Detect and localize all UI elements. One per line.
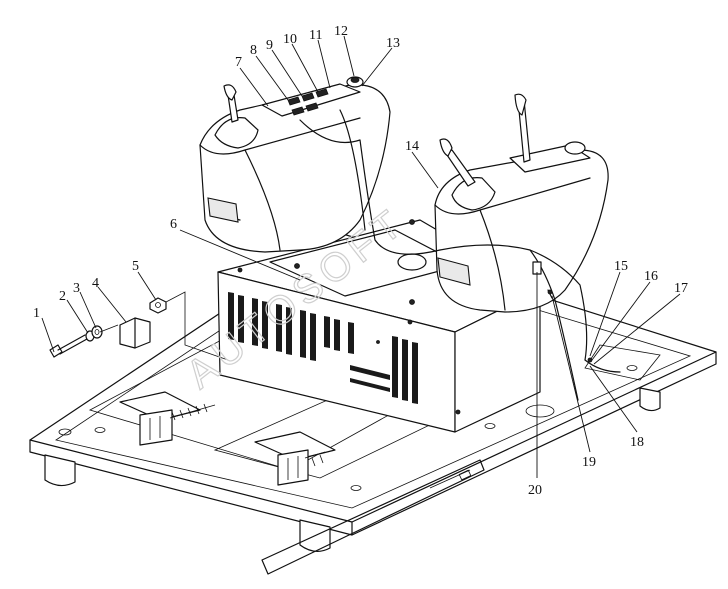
callout-11: 11 — [309, 28, 322, 43]
callout-12: 12 — [334, 24, 348, 39]
seat-slide-bracket-left — [119, 391, 216, 446]
callout-7: 7 — [235, 55, 242, 70]
callout-1: 1 — [33, 306, 40, 321]
callout-13: 13 — [386, 36, 400, 51]
relay-block-4 — [119, 317, 151, 349]
vent-grille — [228, 292, 418, 404]
callout-18: 18 — [630, 435, 644, 450]
callout-6: 6 — [170, 217, 177, 232]
nut-5 — [149, 297, 167, 314]
callout-14: 14 — [405, 139, 419, 154]
callout-labels: 1 2 3 4 5 6 7 8 9 10 11 12 13 14 15 16 1… — [33, 24, 688, 498]
callout-10: 10 — [283, 32, 297, 47]
seat-slide-bracket-right — [254, 431, 336, 486]
callout-4: 4 — [92, 276, 99, 291]
bolt-1 — [49, 334, 88, 358]
wiring-harness — [299, 109, 621, 401]
right-joystick-console — [434, 93, 609, 313]
callout-15: 15 — [614, 259, 628, 274]
left-joystick-console — [199, 76, 391, 253]
callout-5: 5 — [132, 259, 139, 274]
callout-16: 16 — [644, 269, 658, 284]
assembly-axis-line — [99, 291, 229, 361]
callout-20: 20 — [528, 483, 542, 498]
callout-2: 2 — [59, 289, 66, 304]
callout-8: 8 — [250, 43, 257, 58]
callout-9: 9 — [266, 38, 273, 53]
callout-3: 3 — [73, 281, 80, 296]
callout-17: 17 — [674, 281, 688, 296]
flat-washer-3 — [91, 325, 103, 339]
callout-leaders — [41, 35, 681, 478]
callout-19: 19 — [582, 455, 596, 470]
